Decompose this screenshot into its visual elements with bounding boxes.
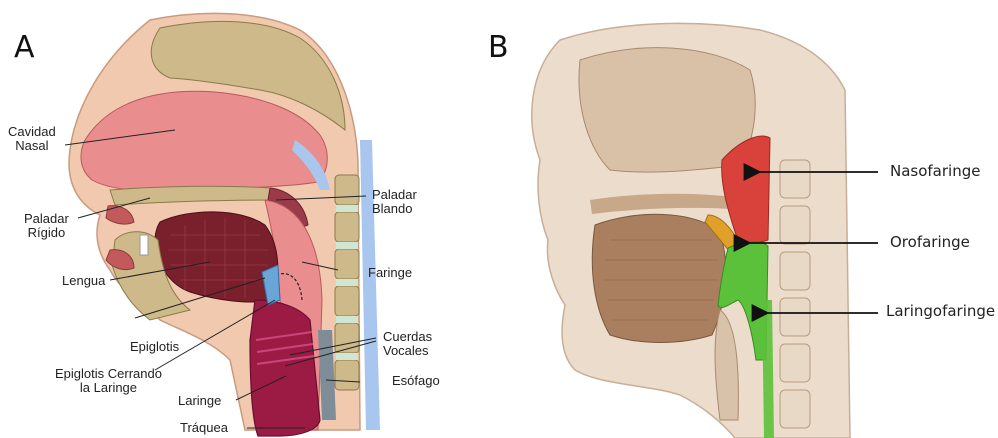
label-cavidad-nasal: Cavidad Nasal xyxy=(8,125,56,153)
tongue-b xyxy=(592,214,725,342)
larynx-trachea xyxy=(250,300,320,436)
label-laringofaringe: Laringofaringe xyxy=(886,302,995,320)
label-epiglotis-cerrando: Epiglotis Cerrando la Laringe xyxy=(55,367,162,395)
label-esofago: Esófago xyxy=(392,374,440,388)
label-orofaringe: Orofaringe xyxy=(890,233,970,251)
label-paladar-rigido: Paladar Rígido xyxy=(24,212,69,240)
label-lengua: Lengua xyxy=(62,274,105,288)
label-faringe: Faringe xyxy=(368,266,412,280)
esophagus-b xyxy=(762,300,774,438)
label-laringe: Laringe xyxy=(178,394,221,408)
panel-b-illustration xyxy=(532,23,878,438)
label-cuerdas-vocales: Cuerdas Vocales xyxy=(383,330,432,358)
spinal-canal xyxy=(360,140,380,430)
label-nasofaringe: Nasofaringe xyxy=(890,162,980,180)
panel-b-letter: B xyxy=(488,30,509,65)
front-teeth xyxy=(140,235,148,255)
label-paladar-blando: Paladar Blando xyxy=(372,188,417,216)
label-traquea: Tráquea xyxy=(180,421,228,435)
label-epiglotis: Epiglotis xyxy=(130,340,179,354)
